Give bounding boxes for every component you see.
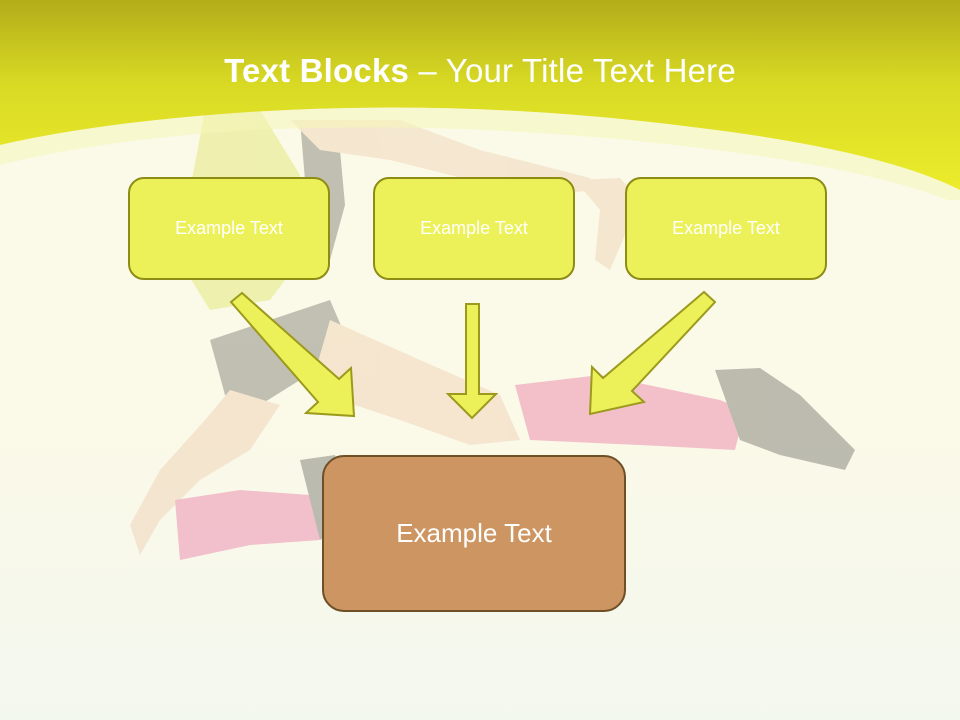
header-band (0, 0, 960, 200)
arrow-right-diagonal (588, 290, 717, 416)
title-rest: Your Title Text Here (445, 52, 736, 89)
arrow-left-diagonal (229, 291, 356, 418)
slide-title: Text Blocks – Your Title Text Here (0, 52, 960, 90)
text-block-2[interactable]: Example Text (373, 177, 575, 280)
text-block-2-label: Example Text (420, 218, 528, 238)
text-block-1[interactable]: Example Text (128, 177, 330, 280)
title-dash: – (409, 52, 446, 89)
target-text-block-label: Example Text (396, 518, 552, 548)
text-block-1-label: Example Text (175, 218, 283, 238)
arrow-center-down (445, 303, 499, 420)
text-block-3-label: Example Text (672, 218, 780, 238)
title-bold: Text Blocks (224, 52, 410, 89)
target-text-block[interactable]: Example Text (322, 455, 626, 612)
text-block-3[interactable]: Example Text (625, 177, 827, 280)
